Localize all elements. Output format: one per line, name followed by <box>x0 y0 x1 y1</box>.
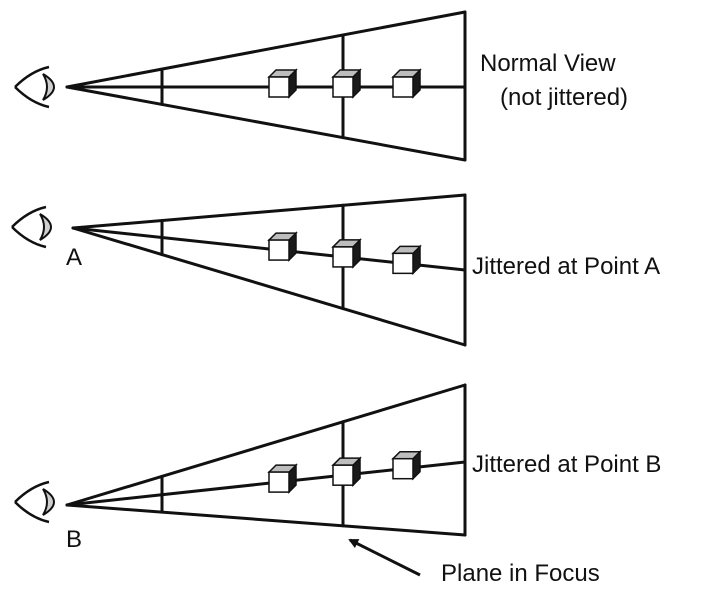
normal-view-label: Normal View <box>480 50 616 77</box>
frustum-panel-point-a <box>11 193 467 347</box>
eye-icon-lens <box>39 213 52 241</box>
frustum-panel-normal <box>14 10 467 162</box>
cube-3-front <box>392 252 414 275</box>
focus-plane-arrow <box>348 538 421 577</box>
cube-3-front <box>392 457 414 480</box>
frustum-top-edge <box>65 383 467 507</box>
point-b-marker-label: B <box>66 526 83 553</box>
eye-icon-upper-lid <box>14 480 50 503</box>
cube-2-front <box>332 464 354 486</box>
point-a-marker-label: A <box>66 244 83 271</box>
jittered-point-a-label: Jittered at Point A <box>472 253 661 280</box>
eye-icon-upper-lid <box>11 205 47 228</box>
cube-2-front <box>332 246 354 268</box>
not-jittered-label: (not jittered) <box>500 84 629 111</box>
eye-icon-upper-lid <box>14 65 50 88</box>
cube-1-front <box>268 471 290 493</box>
frustum-bottom-edge <box>71 226 467 347</box>
cube-1-front <box>268 239 290 261</box>
eye-icon-lower-lid <box>14 86 50 109</box>
plane-in-focus-label: Plane in Focus <box>441 560 600 587</box>
frustum-bottom-edge <box>65 503 467 537</box>
frustum-top-edge <box>71 193 467 230</box>
eye-icon-lower-lid <box>14 501 50 524</box>
frustum-panel-point-b <box>14 383 467 537</box>
cube-3-front <box>392 76 414 98</box>
cube-1-front <box>268 76 290 98</box>
frustum-bottom-edge <box>65 85 467 162</box>
eye-icon-lens <box>42 73 55 101</box>
eye-icon-lower-lid <box>11 226 47 249</box>
jittered-point-b-label: Jittered at Point B <box>472 451 662 478</box>
cube-2-front <box>332 76 354 98</box>
eye-icon-lens <box>42 488 55 516</box>
frustum-top-edge <box>65 10 467 89</box>
